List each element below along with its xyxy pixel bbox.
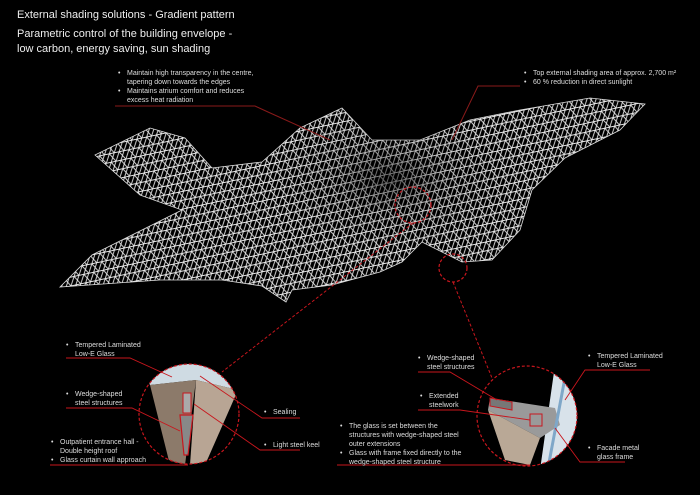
right-joint-detail	[477, 366, 577, 466]
diagram-title: External shading solutions - Gradient pa…	[17, 9, 235, 21]
note-entrance-hall: Outpatient entrance hall - Double height…	[51, 438, 161, 465]
note-keel: Light steel keel	[264, 441, 334, 450]
note-shading-area: Top external shading area of approx. 2,7…	[524, 69, 699, 87]
shading-mesh-roof	[58, 97, 646, 303]
note-extended-steelwork: Extended steelwork	[420, 392, 470, 410]
note-right-glass: Tempered Laminated Low-E Glass	[588, 352, 668, 370]
note-transparency: Maintain high transparency in the centre…	[118, 69, 258, 105]
diagram-subtitle-2: low carbon, energy saving, sun shading	[17, 43, 211, 55]
note-glass-set: The glass is set between the structures …	[340, 422, 465, 467]
detail-marker-left	[394, 186, 432, 224]
note-left-glass: Tempered Laminated Low-E Glass	[66, 341, 146, 359]
note-facade-frame: Facade metal glass frame	[588, 444, 648, 462]
diagram-subtitle-1: Parametric control of the building envel…	[17, 28, 233, 40]
detail-marker-right	[438, 253, 468, 283]
note-left-wedge: Wedge-shaped steel structures	[66, 390, 136, 408]
note-sealing: Sealing	[264, 408, 304, 417]
note-right-wedge: Wedge-shaped steel structures	[418, 354, 488, 372]
